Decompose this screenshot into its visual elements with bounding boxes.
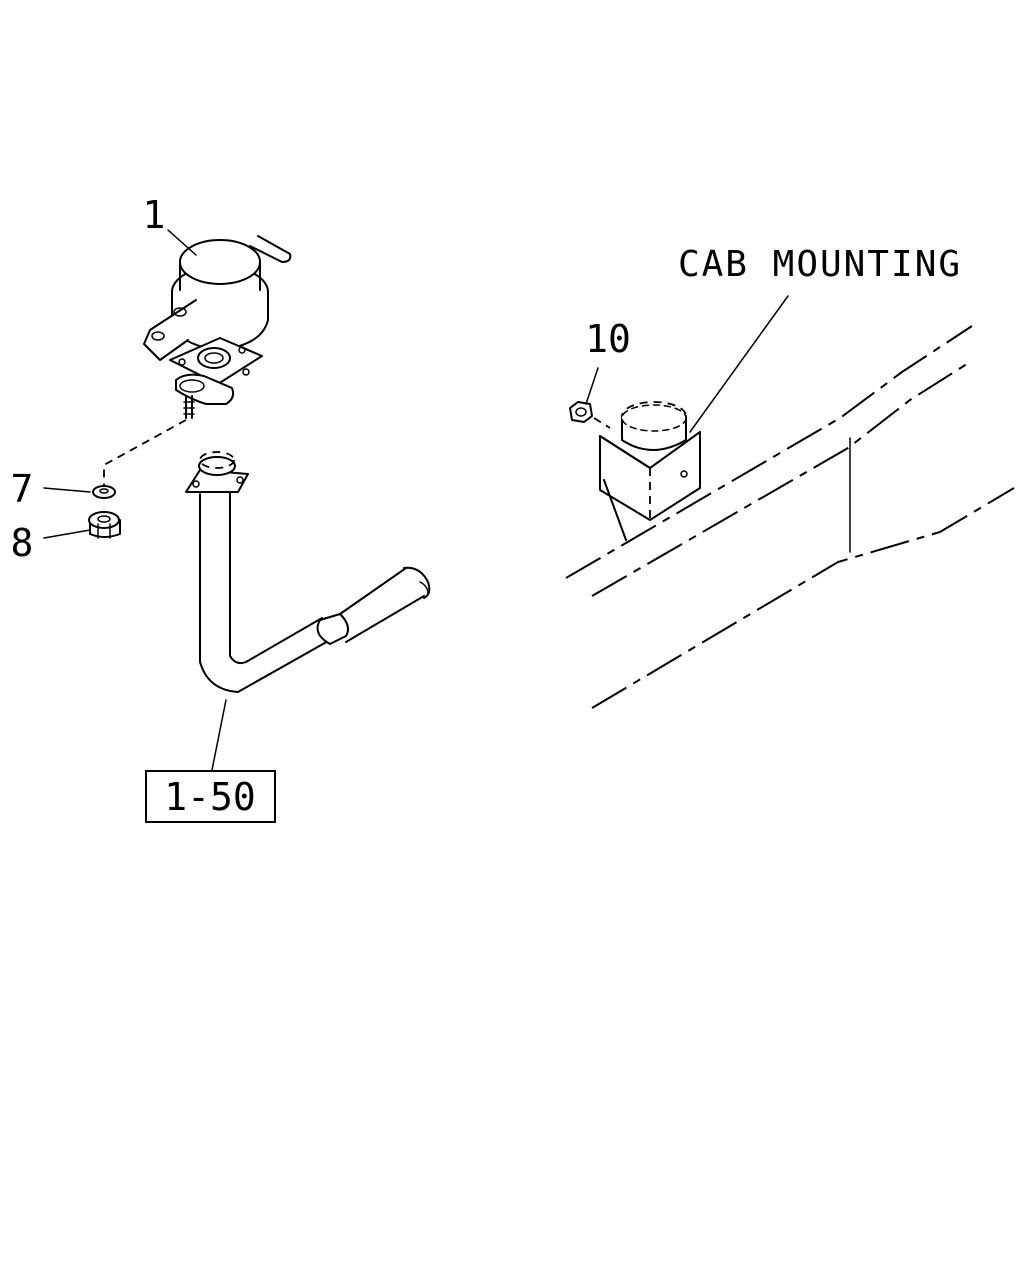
cab-mounting-label: CAB MOUNTING bbox=[678, 244, 962, 285]
cab-mount-frame bbox=[565, 325, 1015, 709]
valve-assembly bbox=[103, 235, 292, 488]
callout-8: 8 bbox=[11, 521, 34, 565]
leaders-left bbox=[43, 229, 227, 771]
hex-nut bbox=[88, 511, 121, 539]
callout-10: 10 bbox=[585, 317, 631, 361]
washer bbox=[92, 485, 116, 499]
reference-box: 1-50 bbox=[145, 770, 276, 823]
leaders-right bbox=[585, 295, 789, 433]
reference-box-label: 1-50 bbox=[164, 775, 256, 819]
callout-7: 7 bbox=[11, 467, 34, 511]
exhaust-pipe bbox=[185, 451, 431, 693]
callout-1: 1 bbox=[143, 193, 166, 237]
